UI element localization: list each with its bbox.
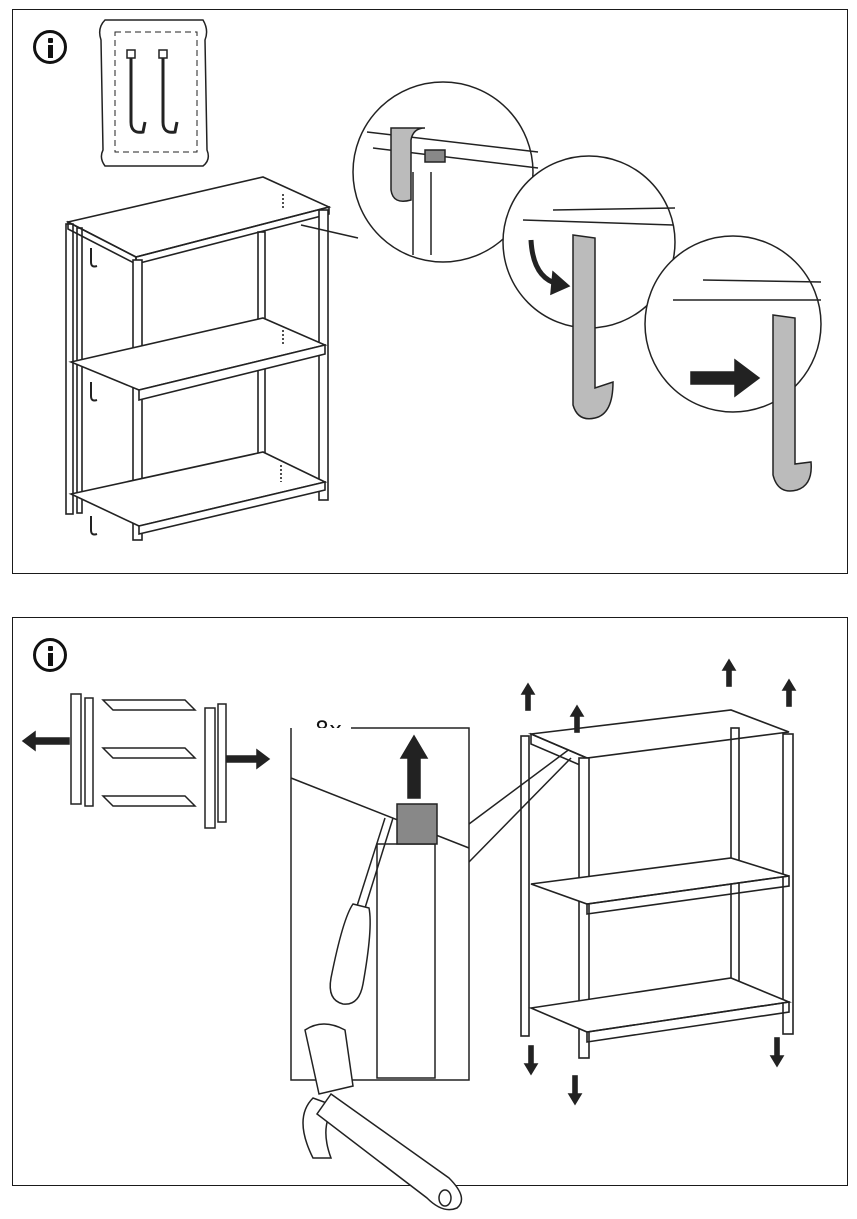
feet-illustration [21,658,797,1211]
instruction-panel-hooks [12,9,848,574]
assembled-shelf [520,658,797,1106]
info-icon [33,638,67,672]
instruction-panel-feet: 8x [12,617,848,1211]
screwdriver-icon [329,817,394,1005]
hook-bag-icon [98,19,210,167]
shelf-unit [65,176,332,541]
hammer-icon [302,1023,463,1211]
detail-view-1 [300,81,539,263]
detail-view-2 [502,155,676,420]
detail-view-3 [644,235,822,492]
info-icon [33,30,67,64]
hook-illustration [65,19,822,541]
exploded-parts [21,693,271,829]
